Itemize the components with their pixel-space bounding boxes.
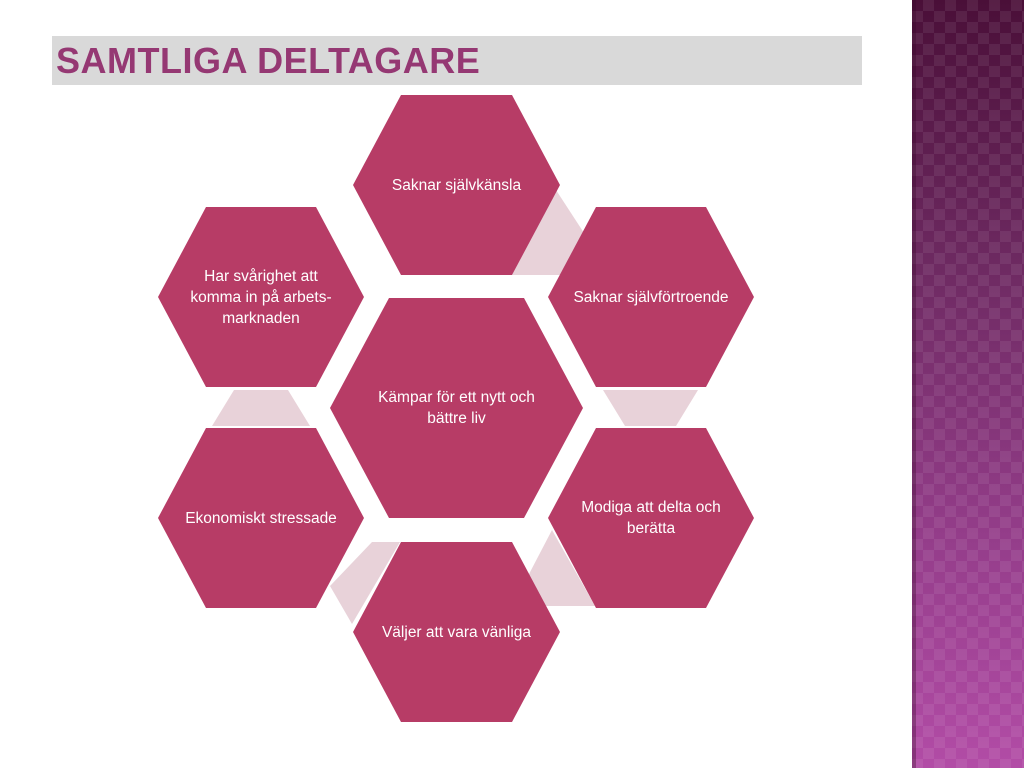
decorative-side-band bbox=[912, 0, 1024, 768]
hexagon-outer-3 bbox=[548, 428, 754, 608]
connector-5 bbox=[212, 390, 310, 426]
hexagons bbox=[158, 95, 754, 722]
hexagon-outer-2-label: Saknar självförtroende bbox=[573, 288, 729, 306]
hexagon-center-label: Kämpar för ett nytt och bättre liv bbox=[378, 389, 535, 427]
connector-4 bbox=[330, 542, 400, 624]
hexagon-outer-2 bbox=[548, 207, 754, 387]
hexagon-outer-1 bbox=[353, 95, 560, 275]
connector-2 bbox=[603, 390, 698, 426]
hexagon-outer-4 bbox=[353, 542, 560, 722]
hexagon-outer-6 bbox=[158, 207, 364, 387]
connectors bbox=[212, 190, 698, 624]
connector-1 bbox=[512, 190, 584, 275]
hexagon-center bbox=[330, 298, 583, 518]
hexagon-outer-1-label: Saknar självkänsla bbox=[391, 176, 522, 194]
side-band-edge bbox=[912, 0, 916, 768]
connector-3 bbox=[528, 530, 595, 606]
hexagon-outer-5-label: Ekonomiskt stressade bbox=[185, 509, 337, 527]
hexagon-outer-4-label: Väljer att vara vänliga bbox=[381, 623, 532, 641]
hexagon-outer-6-label: Har svårighet att komma in på arbets-mar… bbox=[190, 267, 332, 327]
hexagon-outer-3-label: Modiga att delta och berätta bbox=[581, 499, 721, 537]
slide-title: SAMTLIGA DELTAGARE bbox=[56, 40, 481, 81]
hexagon-outer-5 bbox=[158, 428, 364, 608]
title-bar bbox=[52, 36, 862, 85]
